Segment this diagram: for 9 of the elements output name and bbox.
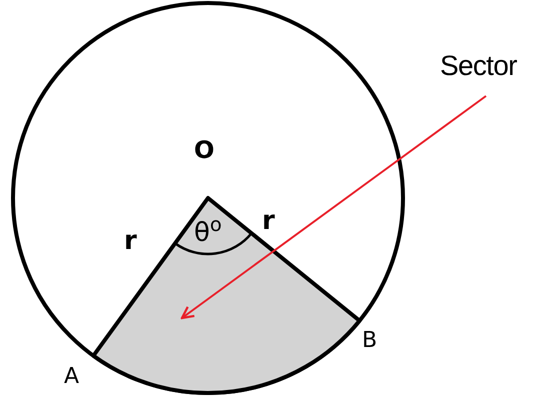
radius-label: r (124, 228, 137, 254)
point-label: B (362, 330, 378, 352)
radius-label: r (262, 208, 275, 234)
angle-label: θ$^{o}$ (194, 220, 222, 246)
center-label: O (194, 138, 214, 162)
point-label: A (64, 366, 80, 388)
sector-label: Sector (440, 52, 517, 80)
shaded-sector (91, 196, 362, 395)
leader-arrow (180, 95, 487, 320)
